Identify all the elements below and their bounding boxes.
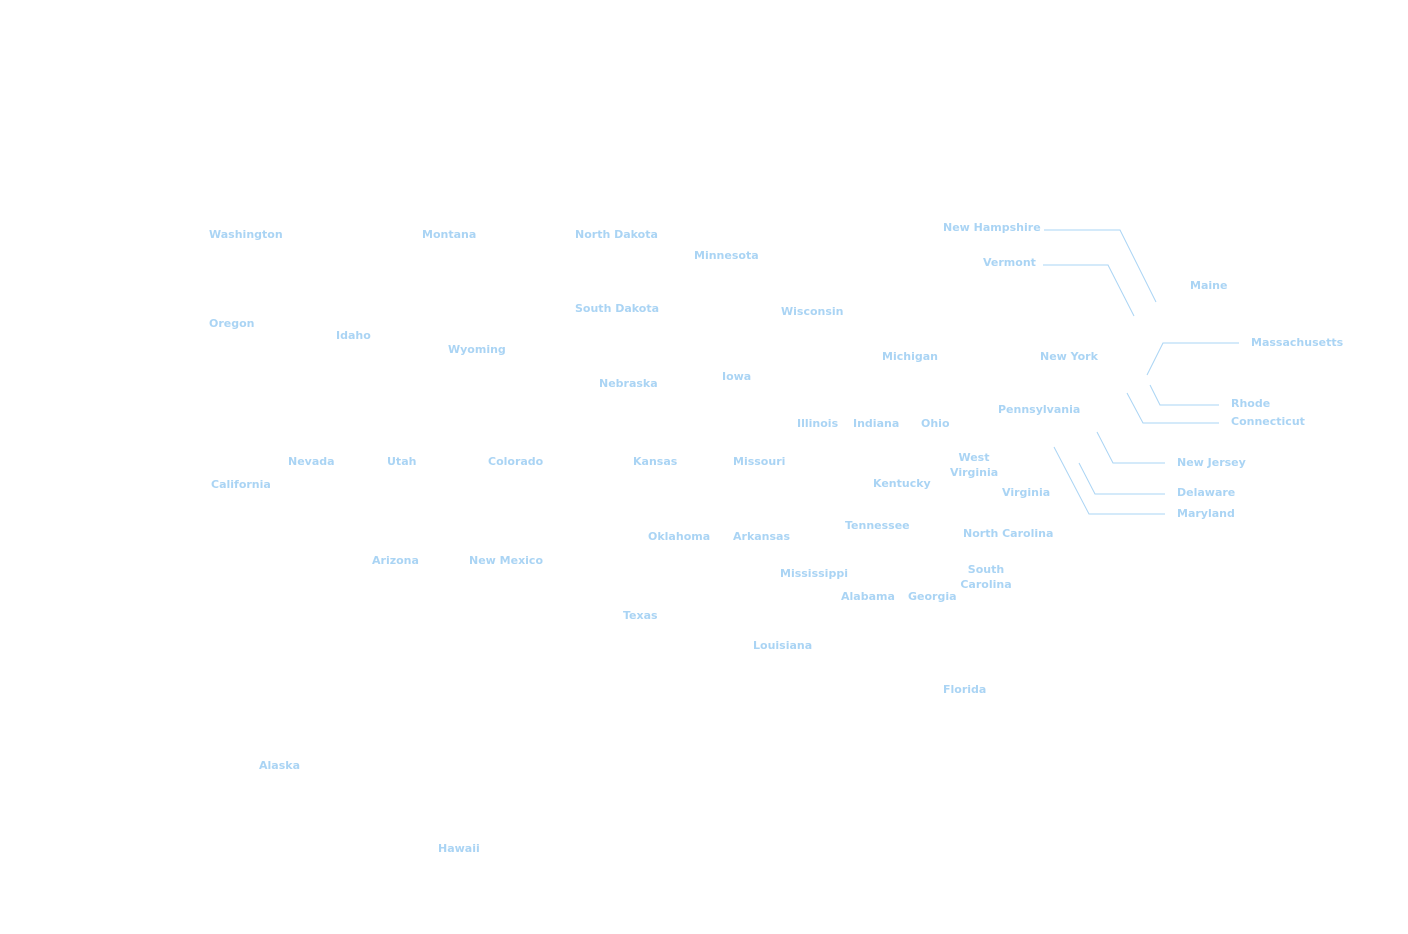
state-label-utah[interactable]: Utah — [387, 455, 417, 468]
state-label-indiana[interactable]: Indiana — [853, 417, 900, 430]
state-label-north-dakota[interactable]: North Dakota — [575, 228, 658, 241]
state-label-illinois[interactable]: Illinois — [797, 417, 839, 430]
state-label-tennessee[interactable]: Tennessee — [845, 519, 910, 532]
state-label-new-jersey[interactable]: New Jersey — [1177, 456, 1246, 469]
state-label-california[interactable]: California — [211, 478, 271, 491]
state-label-kentucky[interactable]: Kentucky — [873, 477, 931, 490]
state-label-pennsylvania[interactable]: Pennsylvania — [998, 403, 1081, 416]
state-label-maryland[interactable]: Maryland — [1177, 507, 1235, 520]
state-label-south-dakota[interactable]: South Dakota — [575, 302, 660, 315]
state-label-massachusetts[interactable]: Massachusetts — [1251, 336, 1344, 349]
state-label-iowa[interactable]: Iowa — [722, 370, 752, 383]
state-label-delaware[interactable]: Delaware — [1177, 486, 1236, 499]
state-label-minnesota[interactable]: Minnesota — [694, 249, 759, 262]
state-label-alabama[interactable]: Alabama — [841, 590, 895, 603]
state-label-washington[interactable]: Washington — [209, 228, 283, 241]
leader-line-massachusetts — [1146, 342, 1239, 376]
state-label-arkansas[interactable]: Arkansas — [733, 530, 791, 543]
state-label-wyoming[interactable]: Wyoming — [448, 343, 506, 356]
state-label-oklahoma[interactable]: Oklahoma — [648, 530, 711, 543]
state-label-colorado[interactable]: Colorado — [488, 455, 544, 468]
state-label-vermont[interactable]: Vermont — [983, 256, 1036, 269]
state-label-rhode-island[interactable]: Rhode — [1231, 397, 1271, 410]
leader-line-rhode-island — [1149, 384, 1219, 406]
state-label-nebraska[interactable]: Nebraska — [599, 377, 658, 390]
state-label-hawaii[interactable]: Hawaii — [438, 842, 480, 855]
state-label-west-virginia[interactable]: West Virginia — [950, 450, 998, 480]
leader-line-new-jersey — [1096, 431, 1165, 464]
state-label-nevada[interactable]: Nevada — [288, 455, 335, 468]
state-label-oregon[interactable]: Oregon — [209, 317, 255, 330]
state-label-new-york[interactable]: New York — [1040, 350, 1098, 363]
state-label-louisiana[interactable]: Louisiana — [753, 639, 813, 652]
state-label-texas[interactable]: Texas — [623, 609, 658, 622]
state-label-montana[interactable]: Montana — [422, 228, 477, 241]
leader-line-delaware — [1078, 462, 1165, 495]
state-label-arizona[interactable]: Arizona — [372, 554, 419, 567]
state-label-maine[interactable]: Maine — [1190, 279, 1228, 292]
state-label-connecticut[interactable]: Connecticut — [1231, 415, 1305, 428]
state-label-virginia[interactable]: Virginia — [1002, 486, 1051, 499]
state-label-kansas[interactable]: Kansas — [633, 455, 678, 468]
state-label-west-virginia-line1: West — [958, 451, 990, 464]
leader-line-vermont — [1043, 264, 1135, 317]
state-label-south-carolina[interactable]: South Carolina — [960, 562, 1012, 592]
state-label-florida[interactable]: Florida — [943, 683, 987, 696]
state-label-west-virginia-line2: Virginia — [950, 466, 999, 479]
state-label-georgia[interactable]: Georgia — [908, 590, 957, 603]
leader-line-connecticut — [1126, 392, 1219, 424]
state-label-new-hampshire[interactable]: New Hampshire — [943, 221, 1041, 234]
state-label-alaska[interactable]: Alaska — [259, 759, 300, 772]
state-label-ohio[interactable]: Ohio — [921, 417, 950, 430]
state-label-wisconsin[interactable]: Wisconsin — [781, 305, 844, 318]
state-label-south-carolina-line1: South — [967, 563, 1005, 576]
state-label-new-mexico[interactable]: New Mexico — [469, 554, 544, 567]
state-label-idaho[interactable]: Idaho — [336, 329, 371, 342]
state-label-south-carolina-line2: Carolina — [960, 578, 1012, 591]
state-label-mississippi[interactable]: Mississippi — [780, 567, 848, 580]
state-label-missouri[interactable]: Missouri — [733, 455, 786, 468]
state-label-north-carolina[interactable]: North Carolina — [963, 527, 1054, 540]
leader-line-new-hampshire — [1044, 229, 1157, 303]
state-label-michigan[interactable]: Michigan — [882, 350, 938, 363]
leader-line-maryland — [1053, 446, 1165, 515]
